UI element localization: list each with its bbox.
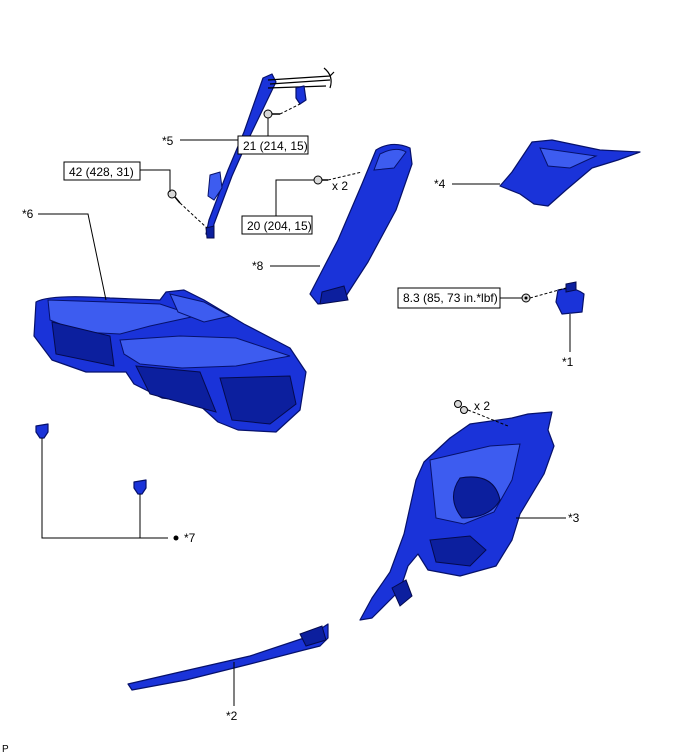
part-1-cover [555,281,585,315]
callout-3: *3 [568,511,580,525]
part-8-side-cushion [309,143,413,305]
part-4-upper-quarter-trim [499,139,641,207]
torque-8-3-text: 8.3 (85, 73 in.*lbf) [403,291,498,305]
part-2-scuff-plate [127,623,329,691]
bolt-20 [313,175,328,185]
torque-box-20: 20 (204, 15) [241,215,313,235]
callout-6: *6 [22,207,34,221]
multiplier-bolt-20: x 2 [332,179,348,193]
part-5-belt-guide [205,67,335,239]
clip-3 [454,400,468,414]
callout-2: *2 [226,709,238,723]
torque-21-text: 21 (214, 15) [243,139,308,153]
torque-42-text: 42 (428, 31) [69,165,134,179]
nut-8-3 [521,293,531,303]
part-7-clip-a [35,423,49,439]
callout-1: *1 [562,355,574,369]
part-6-seat-cushion [33,289,307,433]
callout-7: *7 [184,531,196,545]
callout-8: *8 [252,259,264,273]
part-7-clip-b [133,479,147,495]
torque-box-42: 42 (428, 31) [63,161,141,181]
torque-box-8-3: 8.3 (85, 73 in.*lbf) [397,287,501,309]
dot-7 [173,535,179,541]
part-3-quarter-trim-panel [359,411,555,621]
torque-box-21: 21 (214, 15) [237,135,309,155]
torque-20-text: 20 (204, 15) [247,219,312,233]
leader-lines [38,118,571,706]
corner-mark: P [2,744,9,755]
callout-5: *5 [162,134,174,148]
callout-4: *4 [434,177,446,191]
multiplier-clip-3: x 2 [474,399,490,413]
bolt-21 [263,109,280,119]
